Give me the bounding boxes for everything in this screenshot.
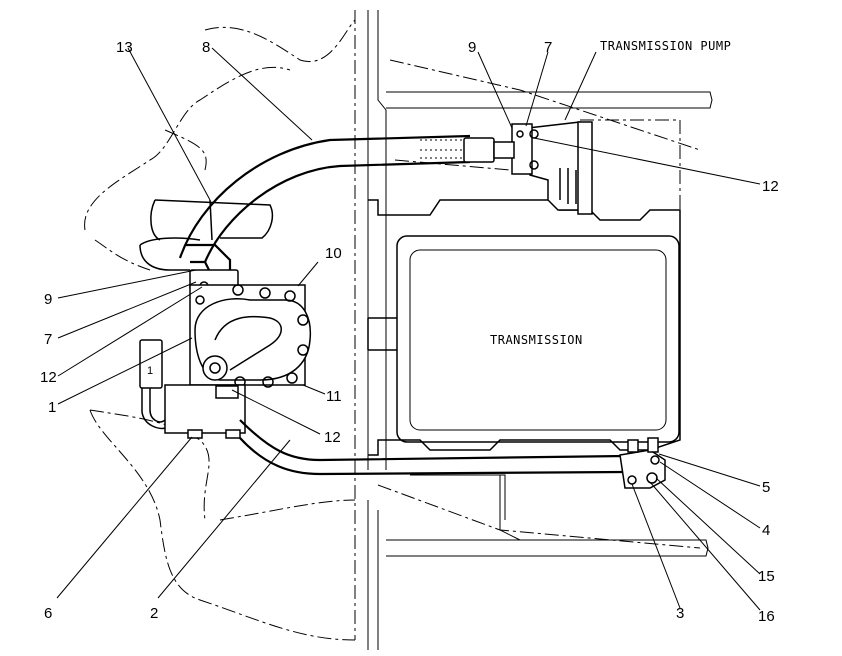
callout-4: 4 (762, 522, 770, 539)
callouts: 13 8 9 7 12 10 9 7 12 1 11 12 5 4 15 16 … (40, 39, 779, 625)
transmission-label: TRANSMISSION (490, 333, 583, 347)
right-fitting (619, 437, 666, 489)
callout-7: 7 (44, 331, 52, 348)
callout-6: 6 (44, 605, 52, 622)
callout-12: 12 (762, 178, 779, 195)
elbow-assembly (139, 199, 274, 273)
callout-7: 7 (544, 39, 552, 56)
callout-15: 15 (758, 568, 775, 585)
transmission-pump (511, 121, 593, 215)
callout-2: 2 (150, 605, 158, 622)
chassis-frame (84, 10, 713, 650)
filter-block: 1 (139, 269, 312, 439)
callout-10: 10 (325, 245, 342, 262)
callout-8: 8 (202, 39, 210, 56)
callout-5: 5 (762, 479, 770, 496)
transmission-pump-label: TRANSMISSION PUMP (600, 39, 731, 53)
hose-2 (239, 419, 626, 476)
filter-mark: 1 (147, 365, 153, 377)
callout-3: 3 (676, 605, 684, 622)
callout-16: 16 (758, 608, 775, 625)
callout-1: 1 (48, 399, 56, 416)
callout-11: 11 (326, 388, 342, 405)
callout-9: 9 (468, 39, 476, 56)
transmission-housing: TRANSMISSION (367, 199, 681, 456)
callout-9: 9 (44, 291, 52, 308)
callout-12: 12 (40, 369, 57, 386)
callout-13: 13 (116, 39, 133, 56)
hose-8 (178, 134, 515, 263)
leader-lines (56, 47, 761, 611)
callout-12: 12 (324, 429, 341, 446)
